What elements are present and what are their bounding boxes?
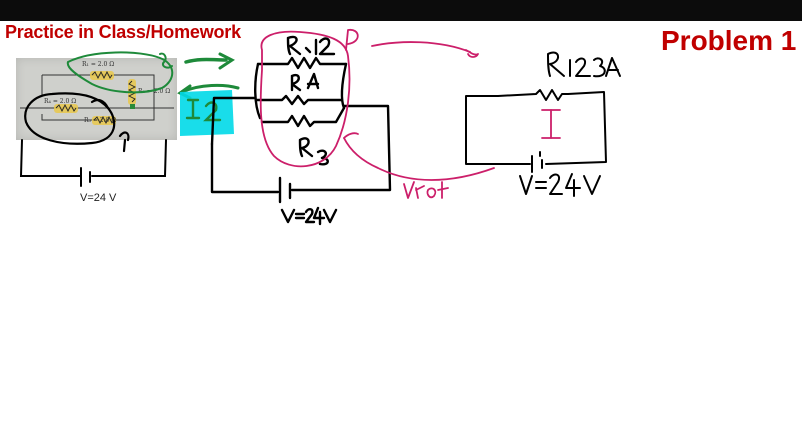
section-title: Practice in Class/Homework [5,22,241,42]
redrawn-parallel-circuit [210,35,392,226]
top-black-bar [0,0,802,21]
r2-label: R₂ = 2.0 Ω [138,88,171,95]
photo-battery-circuit [19,139,167,187]
photo-circuit-lines [20,70,174,125]
r4-label: R₄ = 2.0 Ω [44,98,77,105]
i2-highlight [180,90,234,136]
r4-loop-annotation [24,92,130,153]
magenta-annotations [259,29,561,199]
problem-title: Problem 1 [661,25,797,56]
voltage-label: V=24 V [80,192,117,204]
r3-label: R₃ = 2.0 Ω [84,117,117,124]
equivalent-circuit [465,51,621,197]
r1-label: R₁ = 2.0 Ω [82,61,115,68]
